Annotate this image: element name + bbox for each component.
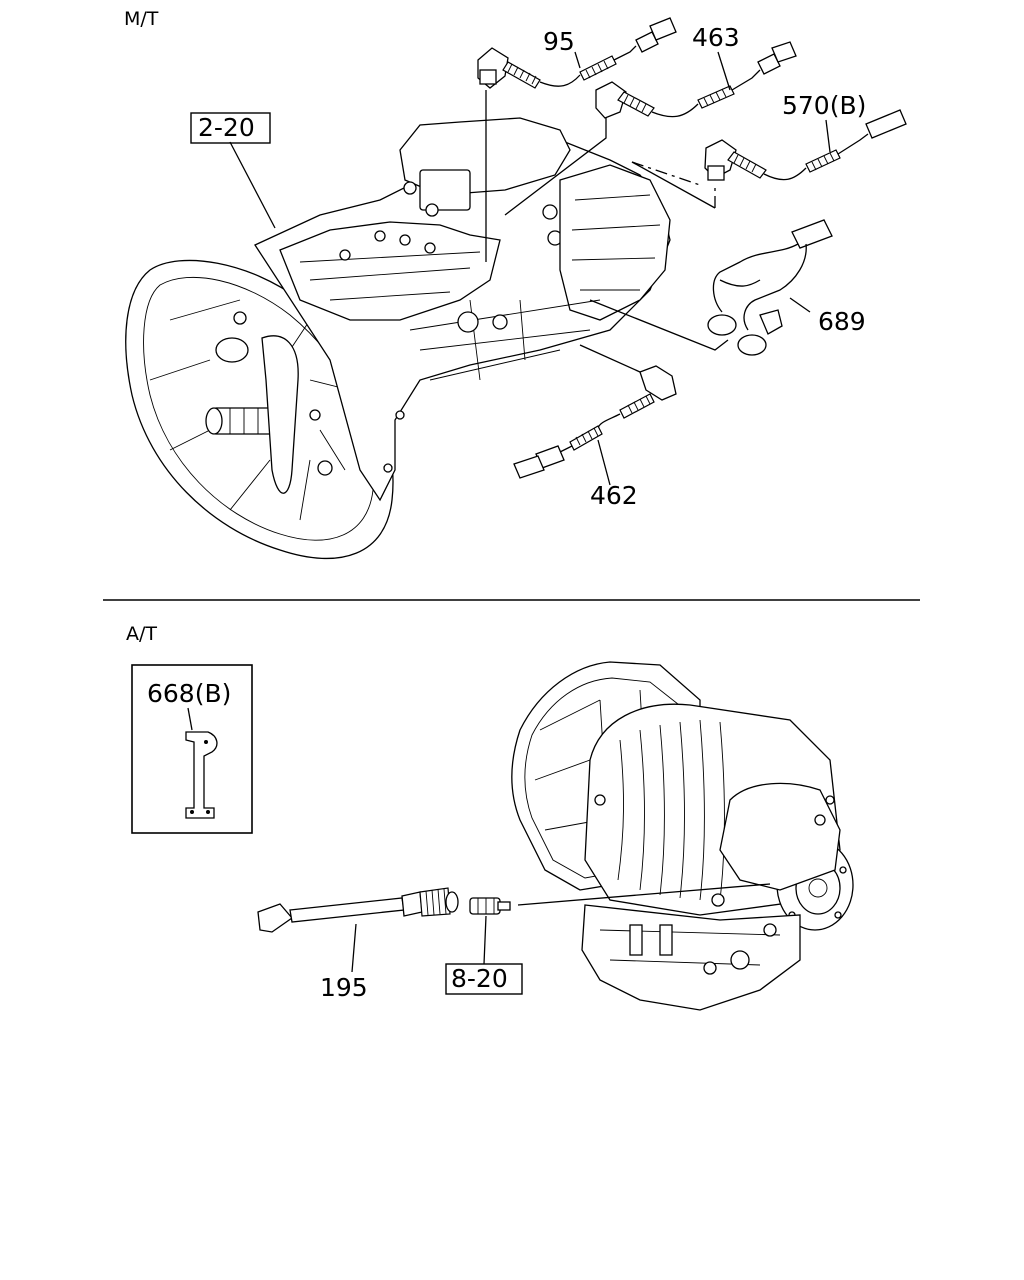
callout-95: 95 bbox=[543, 27, 575, 56]
callout-570b: 570(B) bbox=[782, 91, 866, 120]
manual-transmission-drawing bbox=[125, 117, 671, 560]
callout-2-20: 2-20 bbox=[198, 113, 255, 142]
callout-8-20: 8-20 bbox=[451, 964, 508, 993]
callout-2-20-box bbox=[190, 112, 271, 144]
sensor-95 bbox=[477, 17, 677, 89]
bracket-668b bbox=[185, 731, 218, 819]
speedometer-cable-195 bbox=[257, 887, 459, 933]
bracket-inset-box bbox=[131, 664, 253, 834]
callout-668b: 668(B) bbox=[147, 679, 231, 708]
automatic-transmission-drawing bbox=[511, 661, 854, 1011]
callout-689: 689 bbox=[818, 307, 866, 336]
harness-689 bbox=[707, 219, 833, 356]
callout-462: 462 bbox=[590, 481, 638, 510]
mt-leader-lines bbox=[229, 51, 831, 486]
callout-195: 195 bbox=[320, 973, 368, 1002]
section-label-at: A/T bbox=[126, 623, 157, 645]
sensor-462 bbox=[513, 365, 677, 479]
at-leader-lines bbox=[351, 883, 771, 973]
sensor-463 bbox=[595, 41, 797, 119]
section-label-mt: M/T bbox=[124, 8, 159, 30]
callout-463: 463 bbox=[692, 23, 740, 52]
speed-sensor-8-20 bbox=[469, 897, 511, 915]
sensor-570b bbox=[704, 109, 907, 181]
callout-8-20-box bbox=[445, 963, 523, 995]
